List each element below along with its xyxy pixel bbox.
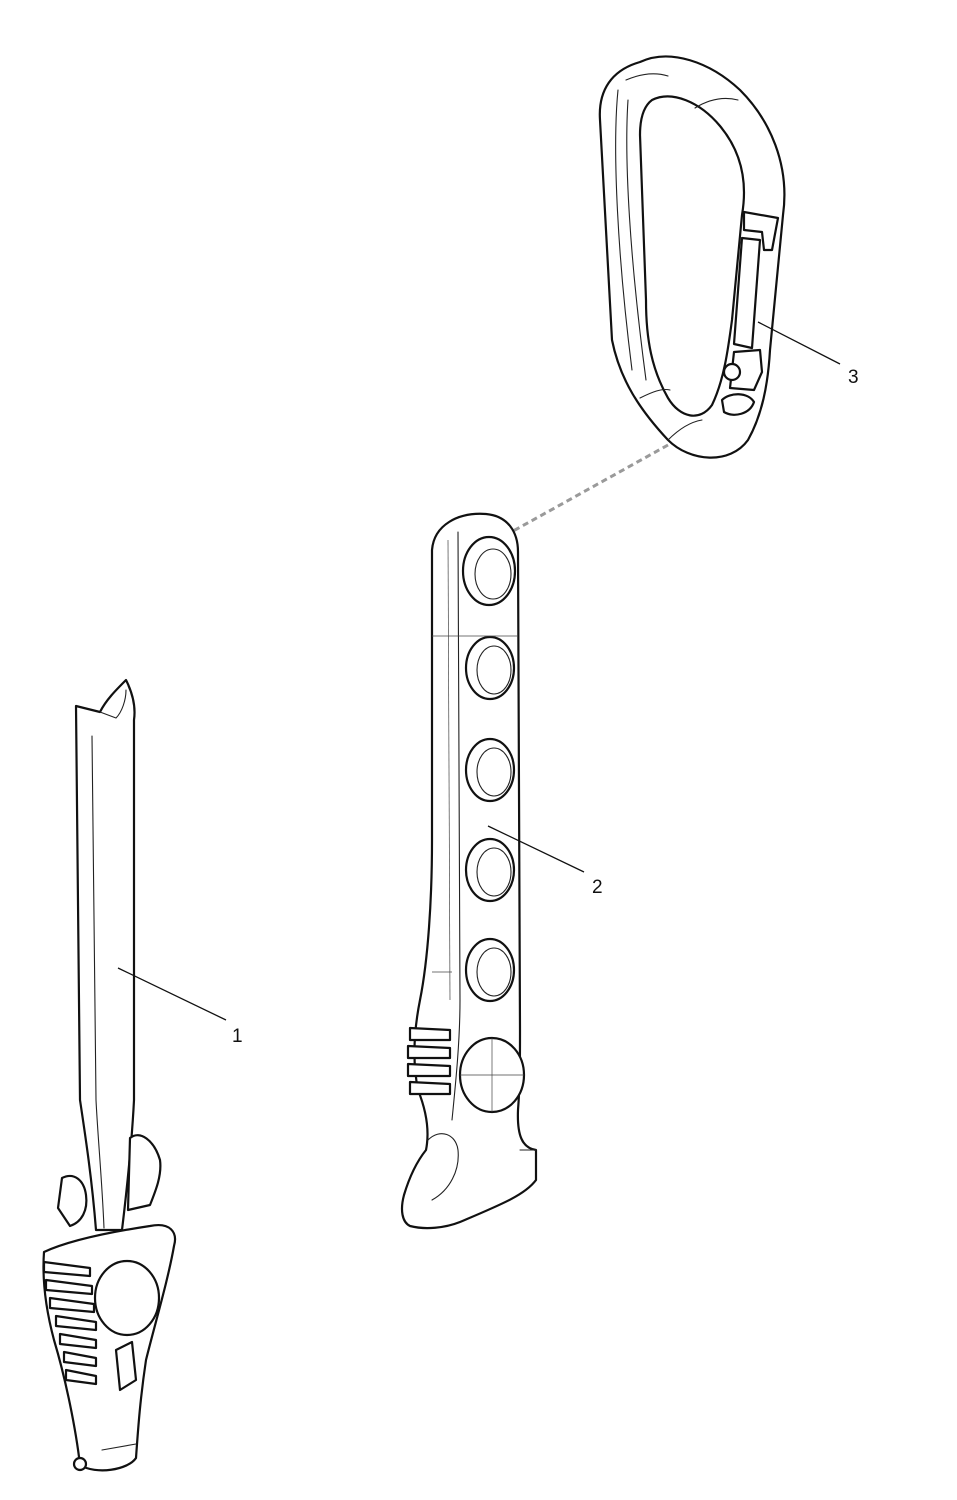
callout-3-leader: [757, 321, 841, 365]
buckle-grip-ridges: [42, 1260, 98, 1386]
strap-buckle-part: [42, 678, 177, 1472]
callout-2-leader: [487, 825, 585, 873]
callout-3-label: 3: [848, 367, 859, 388]
handle-grip-ridges: [406, 1026, 452, 1096]
callout-1-label: 1: [232, 1026, 243, 1047]
callout-1: 1: [117, 967, 243, 1047]
callout-1-leader: [117, 967, 227, 1021]
callout-3: 3: [757, 321, 859, 388]
attachment-connector-line: [496, 443, 669, 542]
callout-2-label: 2: [592, 877, 603, 898]
handle-part: [400, 512, 538, 1230]
callout-2: 2: [487, 825, 603, 898]
carabiner-part: [598, 55, 786, 459]
handle-holes: [458, 635, 526, 1114]
